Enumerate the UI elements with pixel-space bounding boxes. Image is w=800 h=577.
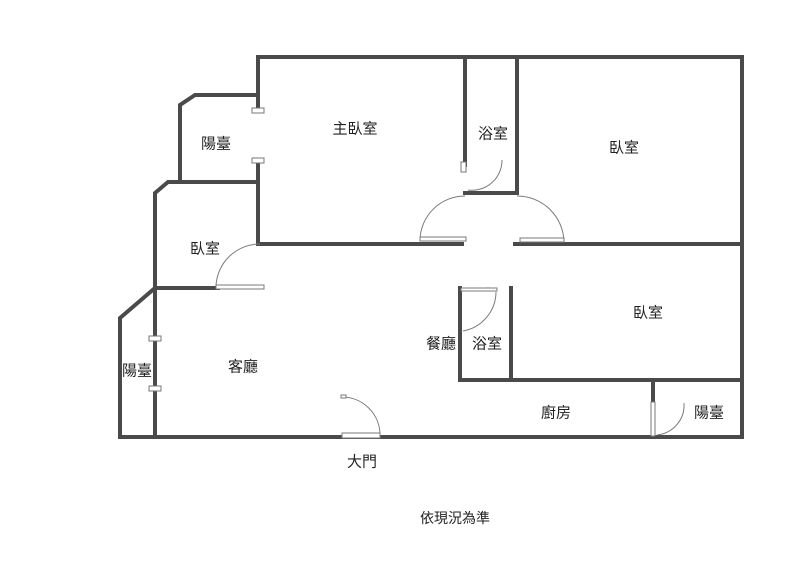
bath-middle-door-arc — [462, 291, 497, 332]
window-marker — [460, 161, 467, 173]
living-room-label: 客廳 — [228, 358, 258, 376]
balcony-label: 陽臺 — [201, 135, 231, 153]
exterior-wall — [118, 55, 744, 439]
bedroom-label: 臥室 — [609, 139, 639, 157]
kitchen-label: 廚房 — [541, 404, 571, 422]
master-bedroom-door-swing — [419, 195, 466, 241]
bedroom-door-swing — [516, 195, 565, 243]
bathroom-label: 浴室 — [472, 335, 502, 353]
window-marker — [148, 335, 162, 342]
bath-door-swing — [467, 159, 503, 191]
master-bedroom-label: 主臥室 — [332, 120, 377, 138]
window-marker — [251, 157, 265, 164]
bedroom-left-door — [215, 284, 265, 290]
dining-room-label: 餐廳 — [426, 335, 456, 353]
disclaimer-note: 依現況為準 — [420, 511, 490, 527]
window-marker — [251, 107, 265, 114]
balcony-right-door-swing — [656, 402, 685, 436]
bedroom-left-door-swing — [215, 243, 261, 287]
left-upper-outline — [153, 55, 260, 290]
balcony-label: 陽臺 — [122, 362, 152, 380]
room-labels: 陽臺 主臥室 浴室 臥室 臥室 臥室 陽臺 客廳 餐廳 浴室 廚房 陽臺 大門 — [122, 120, 724, 471]
balcony-label: 陽臺 — [694, 404, 724, 422]
bedroom-door — [519, 237, 565, 243]
windows — [148, 107, 467, 392]
bedroom-label: 臥室 — [633, 304, 663, 322]
main-door-swing — [341, 396, 381, 436]
bedroom-label: 臥室 — [190, 240, 220, 258]
window-marker — [148, 385, 162, 392]
master-bedroom-door — [419, 236, 467, 242]
main-entrance-label: 大門 — [347, 453, 377, 471]
doors — [215, 159, 685, 439]
balcony-right-door — [650, 401, 656, 437]
main-door — [341, 432, 381, 439]
bathroom-label: 浴室 — [478, 125, 508, 143]
walls — [118, 55, 744, 439]
bath-middle-door — [460, 287, 498, 292]
main-door-hinge — [340, 394, 347, 399]
